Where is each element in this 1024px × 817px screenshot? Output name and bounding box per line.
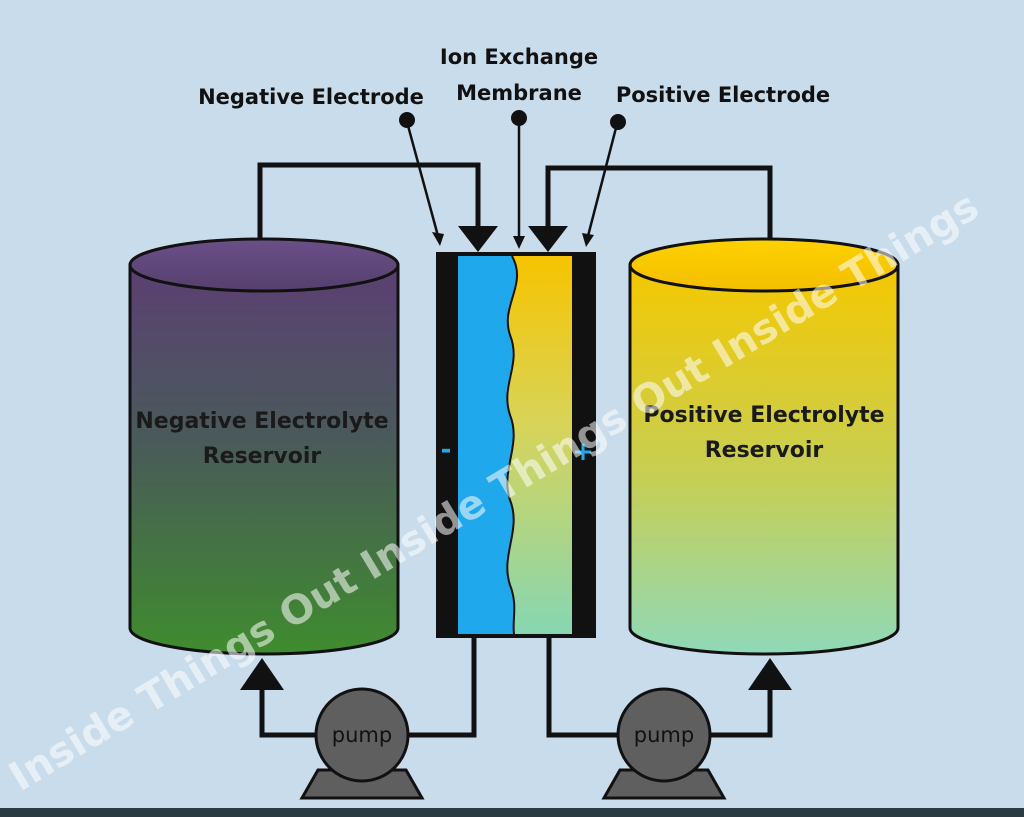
positive-reservoir-label-2: Reservoir [705, 438, 824, 463]
positive-half-cell [507, 256, 572, 634]
label-pointers [399, 110, 626, 249]
cell-stack: - + [436, 252, 596, 638]
negative-reservoir-body [128, 263, 400, 656]
negative-sign: - [441, 435, 452, 465]
pump-right: pump [601, 687, 727, 800]
pointer-negative-electrode-dot [399, 112, 415, 128]
positive-reservoir-top [628, 237, 900, 293]
label-negative-electrode: Negative Electrode [198, 85, 424, 109]
ion-exchange-membrane [506, 255, 518, 635]
pipe-bottom-right [546, 638, 618, 738]
negative-reservoir-top [128, 237, 400, 293]
pointer-negative-electrode [405, 121, 440, 237]
positive-reservoir-body [628, 263, 900, 656]
pump-left-label: pump [332, 723, 392, 747]
pointer-negative-electrode-head [432, 232, 444, 246]
piping [257, 162, 773, 738]
negative-reservoir-label-1: Negative Electrolyte [135, 409, 388, 434]
positive-sign: + [572, 437, 594, 467]
pipe-bottom-left [398, 638, 477, 738]
pointer-membrane-dot [511, 110, 527, 126]
negative-electrolyte-reservoir: Negative Electrolyte Reservoir [128, 237, 400, 656]
label-positive-electrode: Positive Electrode [616, 83, 830, 107]
pipe-bottom-right-return [710, 690, 773, 738]
pipe-top-right [545, 165, 773, 240]
pump-right-label: pump [634, 723, 694, 747]
pointer-positive-electrode-head [582, 233, 594, 247]
pointer-positive-electrode-dot [610, 114, 626, 130]
label-membrane-line2: Membrane [456, 81, 582, 105]
floor-line [0, 808, 1024, 817]
pointer-membrane-head [513, 236, 525, 249]
pointer-positive-electrode [586, 123, 619, 237]
arrow-into-positive-reservoir [748, 658, 792, 690]
arrow-into-positive-electrode [528, 226, 568, 252]
negative-half-cell [458, 256, 518, 634]
pipe-top-left [257, 162, 481, 240]
pump-right-body [616, 687, 712, 783]
pump-left: pump [299, 687, 425, 800]
label-membrane-line1: Ion Exchange [440, 45, 598, 69]
pipe-bottom-left-return [259, 690, 318, 738]
negative-reservoir-label-2: Reservoir [203, 444, 322, 469]
positive-reservoir-label-1: Positive Electrolyte [643, 403, 884, 428]
positive-electrolyte-reservoir: Positive Electrolyte Reservoir [628, 237, 900, 656]
arrow-into-negative-electrode [458, 226, 498, 252]
pump-left-body [314, 687, 410, 783]
arrow-into-negative-reservoir [240, 658, 284, 690]
